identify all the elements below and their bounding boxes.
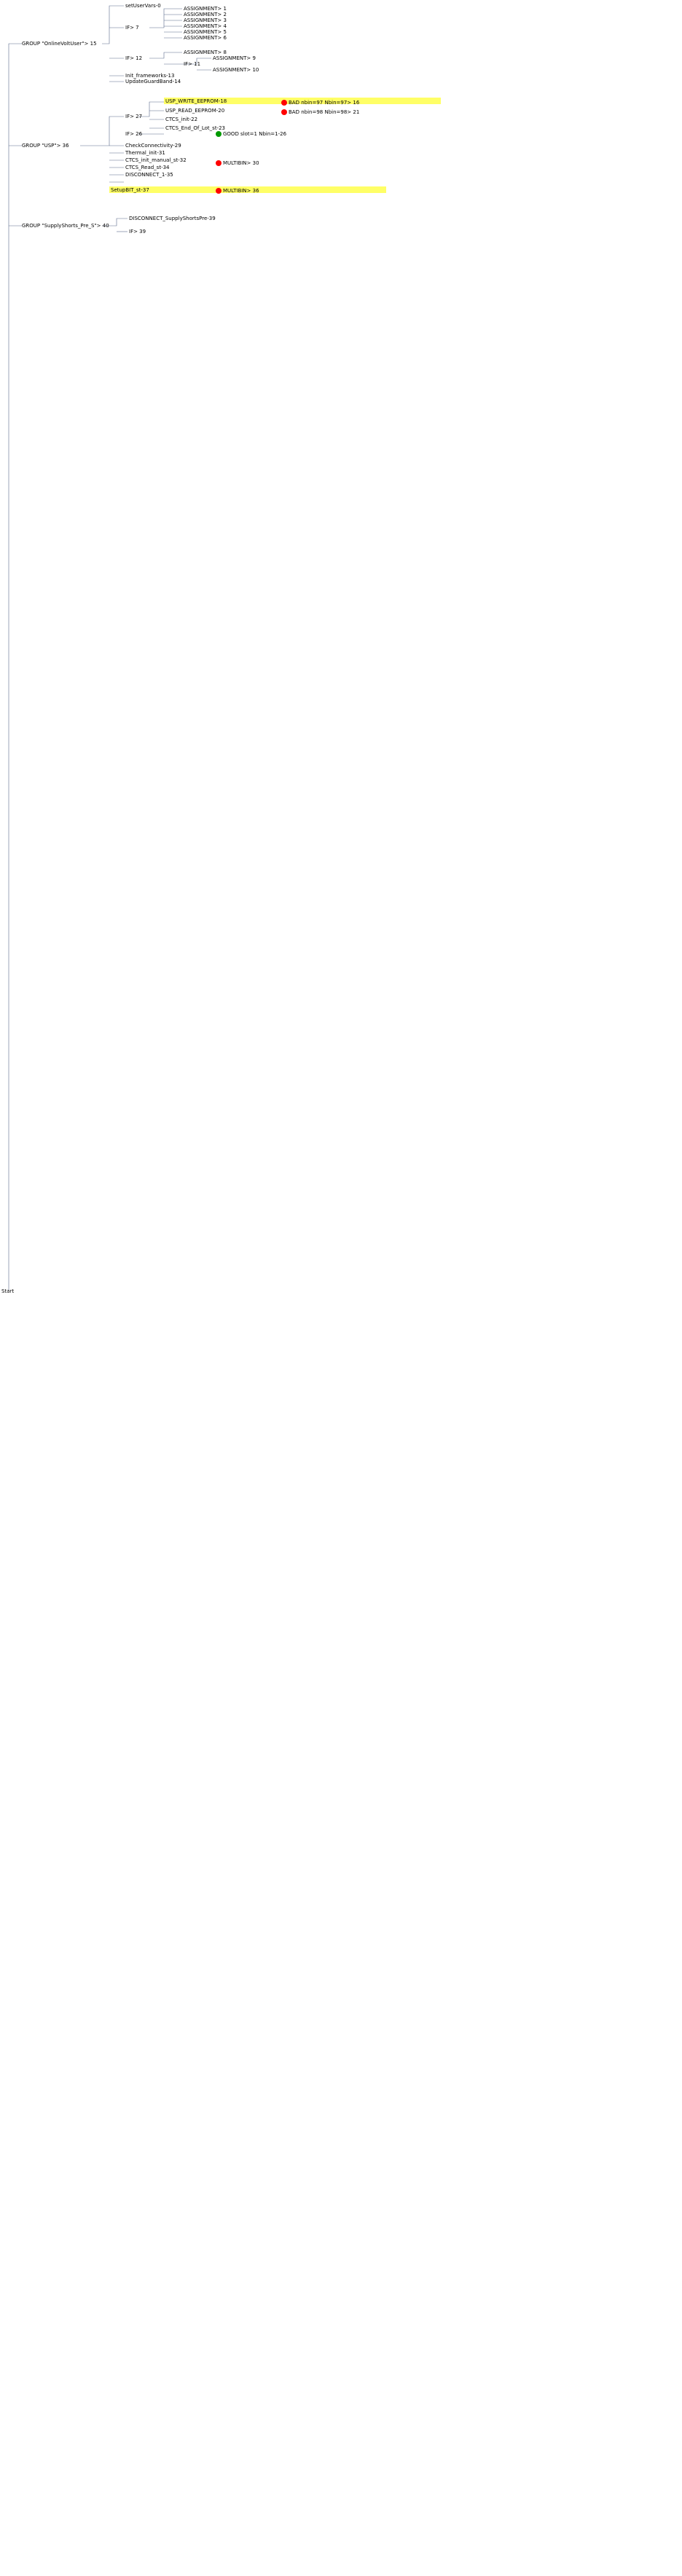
assignment-node: ASSIGNMENT> 8 [184, 50, 227, 55]
bad-bin-marker [281, 100, 287, 106]
if-node: IF> 26 [125, 131, 143, 137]
bin-node: BAD nbin=97 Nbin=97> 16 [289, 100, 360, 106]
highlight-bar [164, 98, 441, 104]
if-node: IF> 11 [184, 61, 200, 67]
assignment-node: ASSIGNMENT> 9 [213, 55, 256, 61]
assignment-node: ASSIGNMENT> 6 [184, 35, 227, 41]
if-node: IF> 7 [125, 25, 139, 31]
step-node: CheckConnectivity-29 [125, 143, 181, 149]
step-node: setUserVars-0 [125, 3, 161, 9]
assignment-node: ASSIGNMENT> 2 [184, 12, 227, 17]
step-node: CTCS_End_Of_Lot_st-23 [165, 125, 225, 131]
if-node: IF> 39 [129, 229, 146, 235]
step-node: USP_WRITE_EEPROM-18 [165, 98, 227, 104]
bin-node: MULTIBIN> 36 [223, 188, 259, 194]
step-node: DISCONNECT_SupplyShortsPre-39 [129, 216, 216, 221]
step-node: CTCS_init-22 [165, 117, 197, 122]
assignment-node: ASSIGNMENT> 4 [184, 23, 227, 29]
bin-node: GOOD slot=1 Nbin=1-26 [223, 131, 287, 137]
bin-node: MULTIBIN> 30 [223, 160, 259, 166]
step-node: SetupBIT_st-37 [111, 187, 149, 193]
group-node: GROUP "OnlineVoltUser"> 15 [22, 41, 97, 47]
step-node: CTCS_Read_st-34 [125, 165, 170, 170]
assignment-node: ASSIGNMENT> 3 [184, 17, 227, 23]
bad-bin-marker [216, 188, 222, 194]
step-node: DISCONNECT_1-35 [125, 172, 173, 178]
root-node: Start [1, 1288, 14, 1294]
step-node: USP_READ_EEPROM-20 [165, 108, 224, 114]
group-node: GROUP "SupplyShorts_Pre_S"> 40 [22, 223, 109, 229]
assignment-node: ASSIGNMENT> 1 [184, 6, 227, 12]
assignment-node: ASSIGNMENT> 5 [184, 29, 227, 35]
bad-bin-marker [216, 160, 222, 166]
good-bin-marker [216, 131, 222, 137]
step-node: CTCS_init_manual_st-32 [125, 157, 187, 163]
if-node: IF> 27 [125, 114, 142, 119]
bad-bin-marker [281, 109, 287, 115]
step-node: UpdateGuardBand-14 [125, 79, 181, 84]
assignment-node: ASSIGNMENT> 10 [213, 67, 259, 73]
edges [8, 5, 211, 1291]
step-node: Thermal_init-31 [125, 150, 165, 156]
group-node: GROUP "USP"> 36 [22, 143, 69, 149]
if-node: IF> 12 [125, 55, 142, 61]
step-node: Init_frameworks-13 [125, 73, 174, 79]
bin-node: BAD nbin=98 Nbin=98> 21 [289, 109, 359, 115]
highlight-bar [109, 186, 386, 193]
nodes: Start GROUP "OnlineVoltUser"> 15 setUser… [1, 3, 441, 1294]
